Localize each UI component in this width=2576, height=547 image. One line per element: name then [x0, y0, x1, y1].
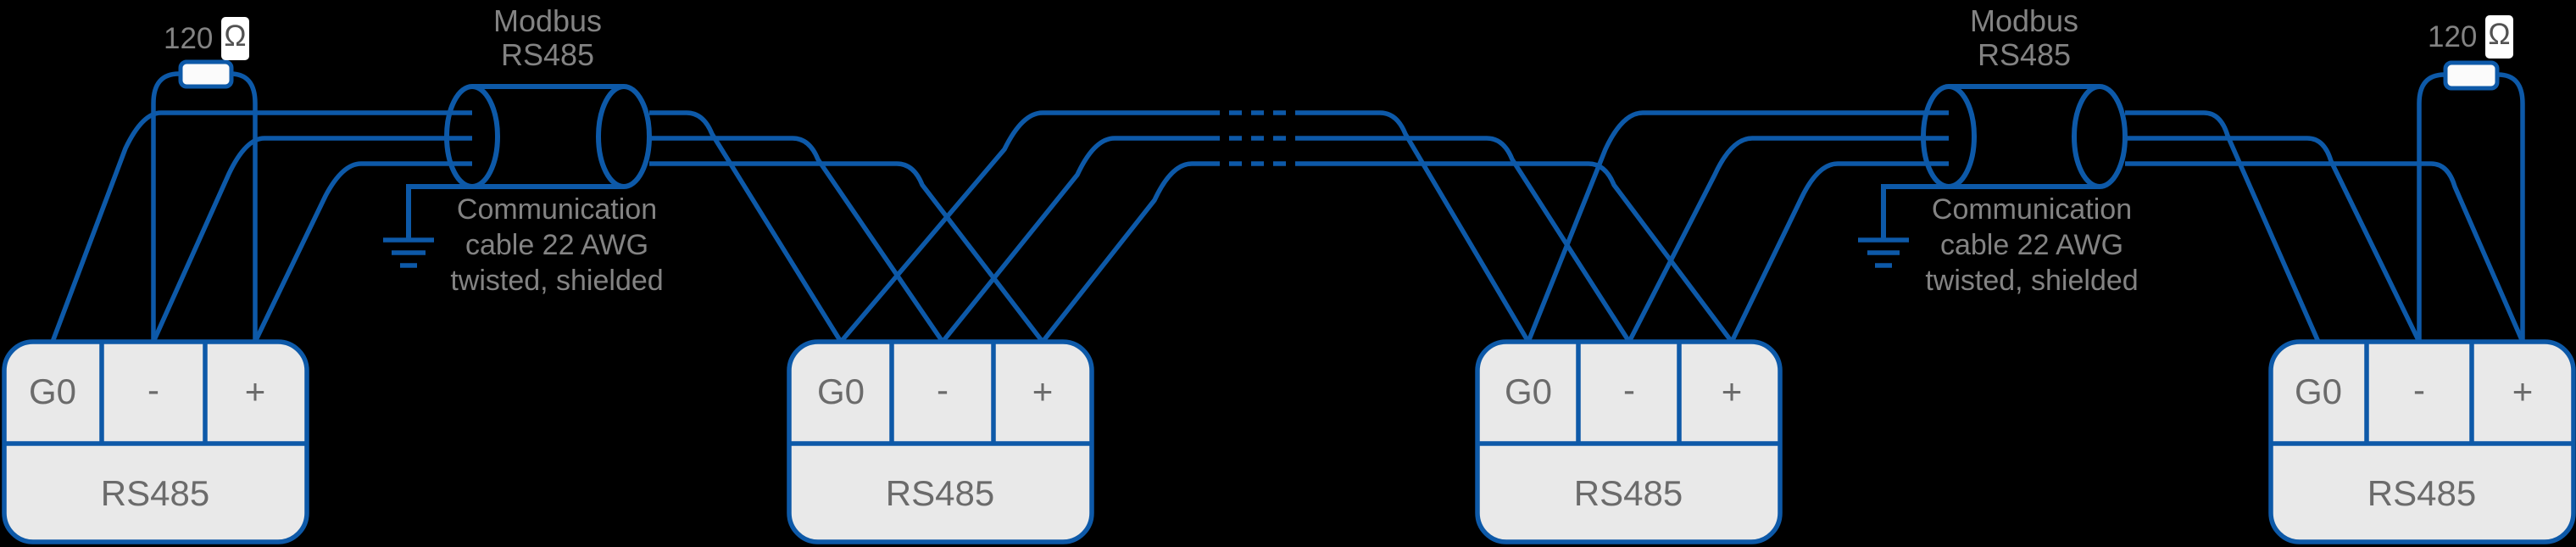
cable-note-line3: twisted, shielded	[450, 265, 664, 297]
cable-note-line3: twisted, shielded	[1925, 265, 2139, 297]
wire-plus-to-device4	[2125, 161, 2525, 343]
cable-note-left: Communication cable 22 AWG twisted, shie…	[450, 192, 663, 299]
terminal-label-g0: G0	[816, 371, 865, 411]
wire-g0-device1-rise	[50, 110, 472, 343]
wire-g0-to-device3	[1302, 110, 1531, 343]
terminal-label-minus: -	[1623, 370, 1635, 410]
terminal-label-minus: -	[147, 370, 159, 410]
wire-g0-device3-rise	[1526, 110, 1949, 343]
shield-ellipse-left	[1921, 84, 1977, 189]
ground-symbol-left	[383, 237, 434, 268]
terminal-label-g0: G0	[28, 371, 77, 411]
cable-title-line2: RS485	[1977, 37, 2072, 72]
cable-note-line2: cable 22 AWG	[1939, 229, 2124, 261]
wire-minus-device2-rise	[940, 136, 1207, 343]
wire-minus-to-device3	[1302, 136, 1632, 343]
wire-resistor-right-leg2	[2495, 72, 2525, 342]
wire-g0-device2-rise	[838, 110, 1207, 343]
wire-g0-to-device2	[649, 110, 843, 343]
termination-label-right: 120 Ω	[2428, 15, 2513, 59]
wire-minus-to-device2	[649, 136, 945, 343]
ohm-unit-badge: Ω	[221, 17, 249, 60]
terminal-label-plus: +	[2512, 371, 2534, 411]
device-port-label: RS485	[100, 473, 210, 513]
wire-plus-device3-rise	[1729, 161, 1949, 343]
shield-bottom-line-and-ground-stem	[1881, 184, 2100, 240]
ohm-unit-badge: Ω	[2485, 15, 2513, 59]
device-port-label: RS485	[2367, 473, 2477, 513]
cable-note-line1: Communication	[1931, 193, 2133, 226]
device-box-2	[787, 339, 1094, 544]
cable-title-line1: Modbus	[492, 3, 603, 38]
wire-g0-to-device4	[2125, 110, 2321, 343]
shield-bottom-line-and-ground-stem	[406, 184, 624, 240]
cable-title-line2: RS485	[500, 37, 595, 72]
cable-shield-left	[406, 84, 652, 240]
terminal-label-plus: +	[244, 371, 266, 411]
resistor-value: 120	[2428, 20, 2478, 53]
terminal-label-minus: -	[937, 370, 949, 410]
cable-note-line1: Communication	[456, 193, 658, 226]
wire-plus-to-device2	[649, 161, 1045, 343]
device-box-1	[2, 339, 309, 544]
cable-title-right: Modbus RS485	[1970, 4, 2078, 72]
termination-label-left: 120 Ω	[164, 17, 249, 60]
device-port-label: RS485	[1573, 473, 1683, 513]
device-box-4	[2268, 339, 2576, 544]
terminal-label-minus: -	[2413, 370, 2425, 410]
shield-ellipse-left	[444, 84, 500, 189]
shield-ellipse-right	[2072, 84, 2128, 189]
bus-wires	[50, 71, 2525, 343]
wire-plus-device1-rise	[253, 161, 472, 343]
terminal-label-plus: +	[1032, 371, 1054, 411]
device-boxes	[2, 339, 2576, 544]
device-box-3	[1475, 339, 1783, 544]
terminal-label-g0: G0	[1504, 371, 1553, 411]
ground-symbol-right	[1858, 237, 1909, 268]
cable-title-line1: Modbus	[1969, 3, 2079, 38]
cable-title-left: Modbus RS485	[493, 4, 602, 72]
resistor-value: 120	[164, 21, 214, 55]
shield-ellipse-right	[596, 84, 652, 189]
wire-minus-to-device4	[2125, 136, 2422, 343]
wire-plus-device2-rise	[1040, 161, 1207, 343]
cable-shield-right	[1881, 84, 2128, 240]
wire-resistor-right-leg1	[2417, 72, 2448, 342]
wire-minus-device3-rise	[1627, 136, 1949, 343]
termination-resistor-right	[2443, 60, 2500, 91]
terminal-label-g0: G0	[2294, 371, 2343, 411]
termination-resistor-left	[178, 59, 234, 89]
wire-minus-device1-rise	[151, 136, 472, 343]
wire-plus-to-device3	[1302, 161, 1734, 343]
cable-note-right: Communication cable 22 AWG twisted, shie…	[1925, 192, 2138, 299]
terminal-label-plus: +	[1721, 371, 1743, 411]
device-port-label: RS485	[885, 473, 995, 513]
cable-note-line2: cable 22 AWG	[465, 229, 649, 261]
